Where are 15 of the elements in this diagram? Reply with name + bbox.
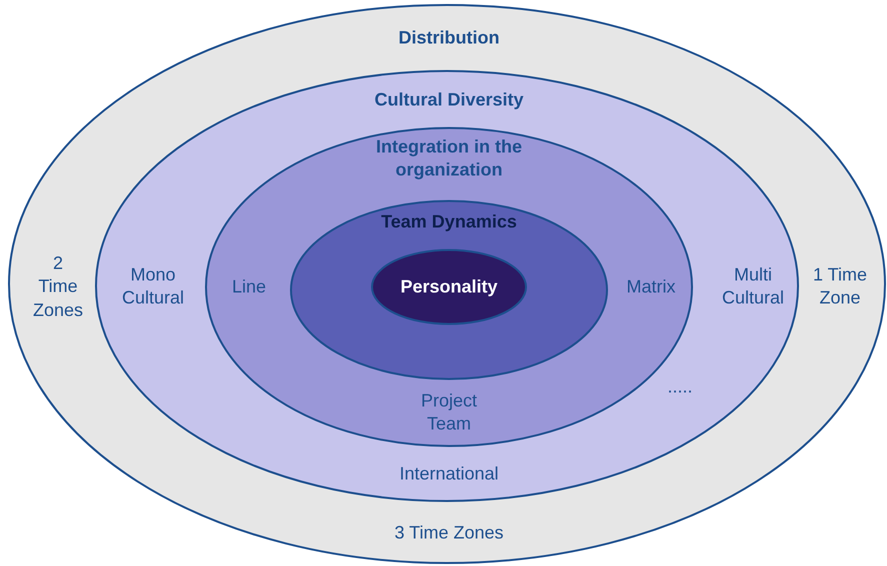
- ring-label: Multi Cultural: [720, 264, 786, 310]
- ring-label: Line: [230, 275, 268, 298]
- ring-label: Mono Cultural: [120, 264, 186, 310]
- ring-heading: Team Dynamics: [380, 210, 518, 234]
- ring-label: International: [398, 462, 500, 486]
- ring-label: Matrix: [626, 275, 676, 298]
- ring-label: Project Team: [420, 390, 478, 436]
- ring-heading: Personality: [399, 275, 499, 298]
- ring-heading: Integration in the organization: [375, 136, 523, 182]
- ring-heading: Cultural Diversity: [373, 88, 525, 112]
- ring-label: 1 Time Zone: [812, 264, 868, 310]
- ring-heading: Distribution: [398, 26, 500, 50]
- ring-label: 2 Time Zones: [33, 252, 83, 322]
- ring-label: 3 Time Zones: [394, 521, 504, 544]
- ring-label: .....: [666, 375, 694, 398]
